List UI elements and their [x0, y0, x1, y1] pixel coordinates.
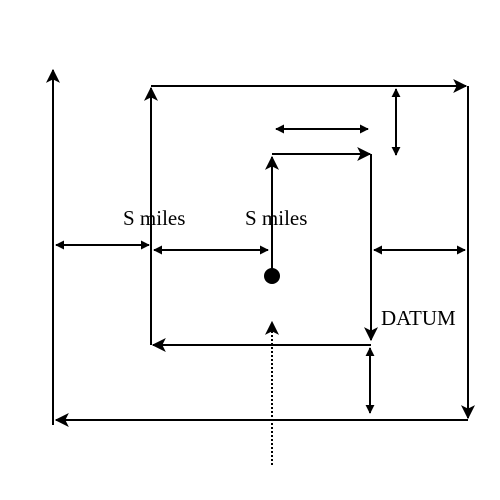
datum-label: DATUM	[381, 306, 456, 330]
datum-point	[264, 268, 280, 284]
spacing-label-center: S miles	[245, 206, 307, 230]
spacing-label-left: S miles	[123, 206, 185, 230]
